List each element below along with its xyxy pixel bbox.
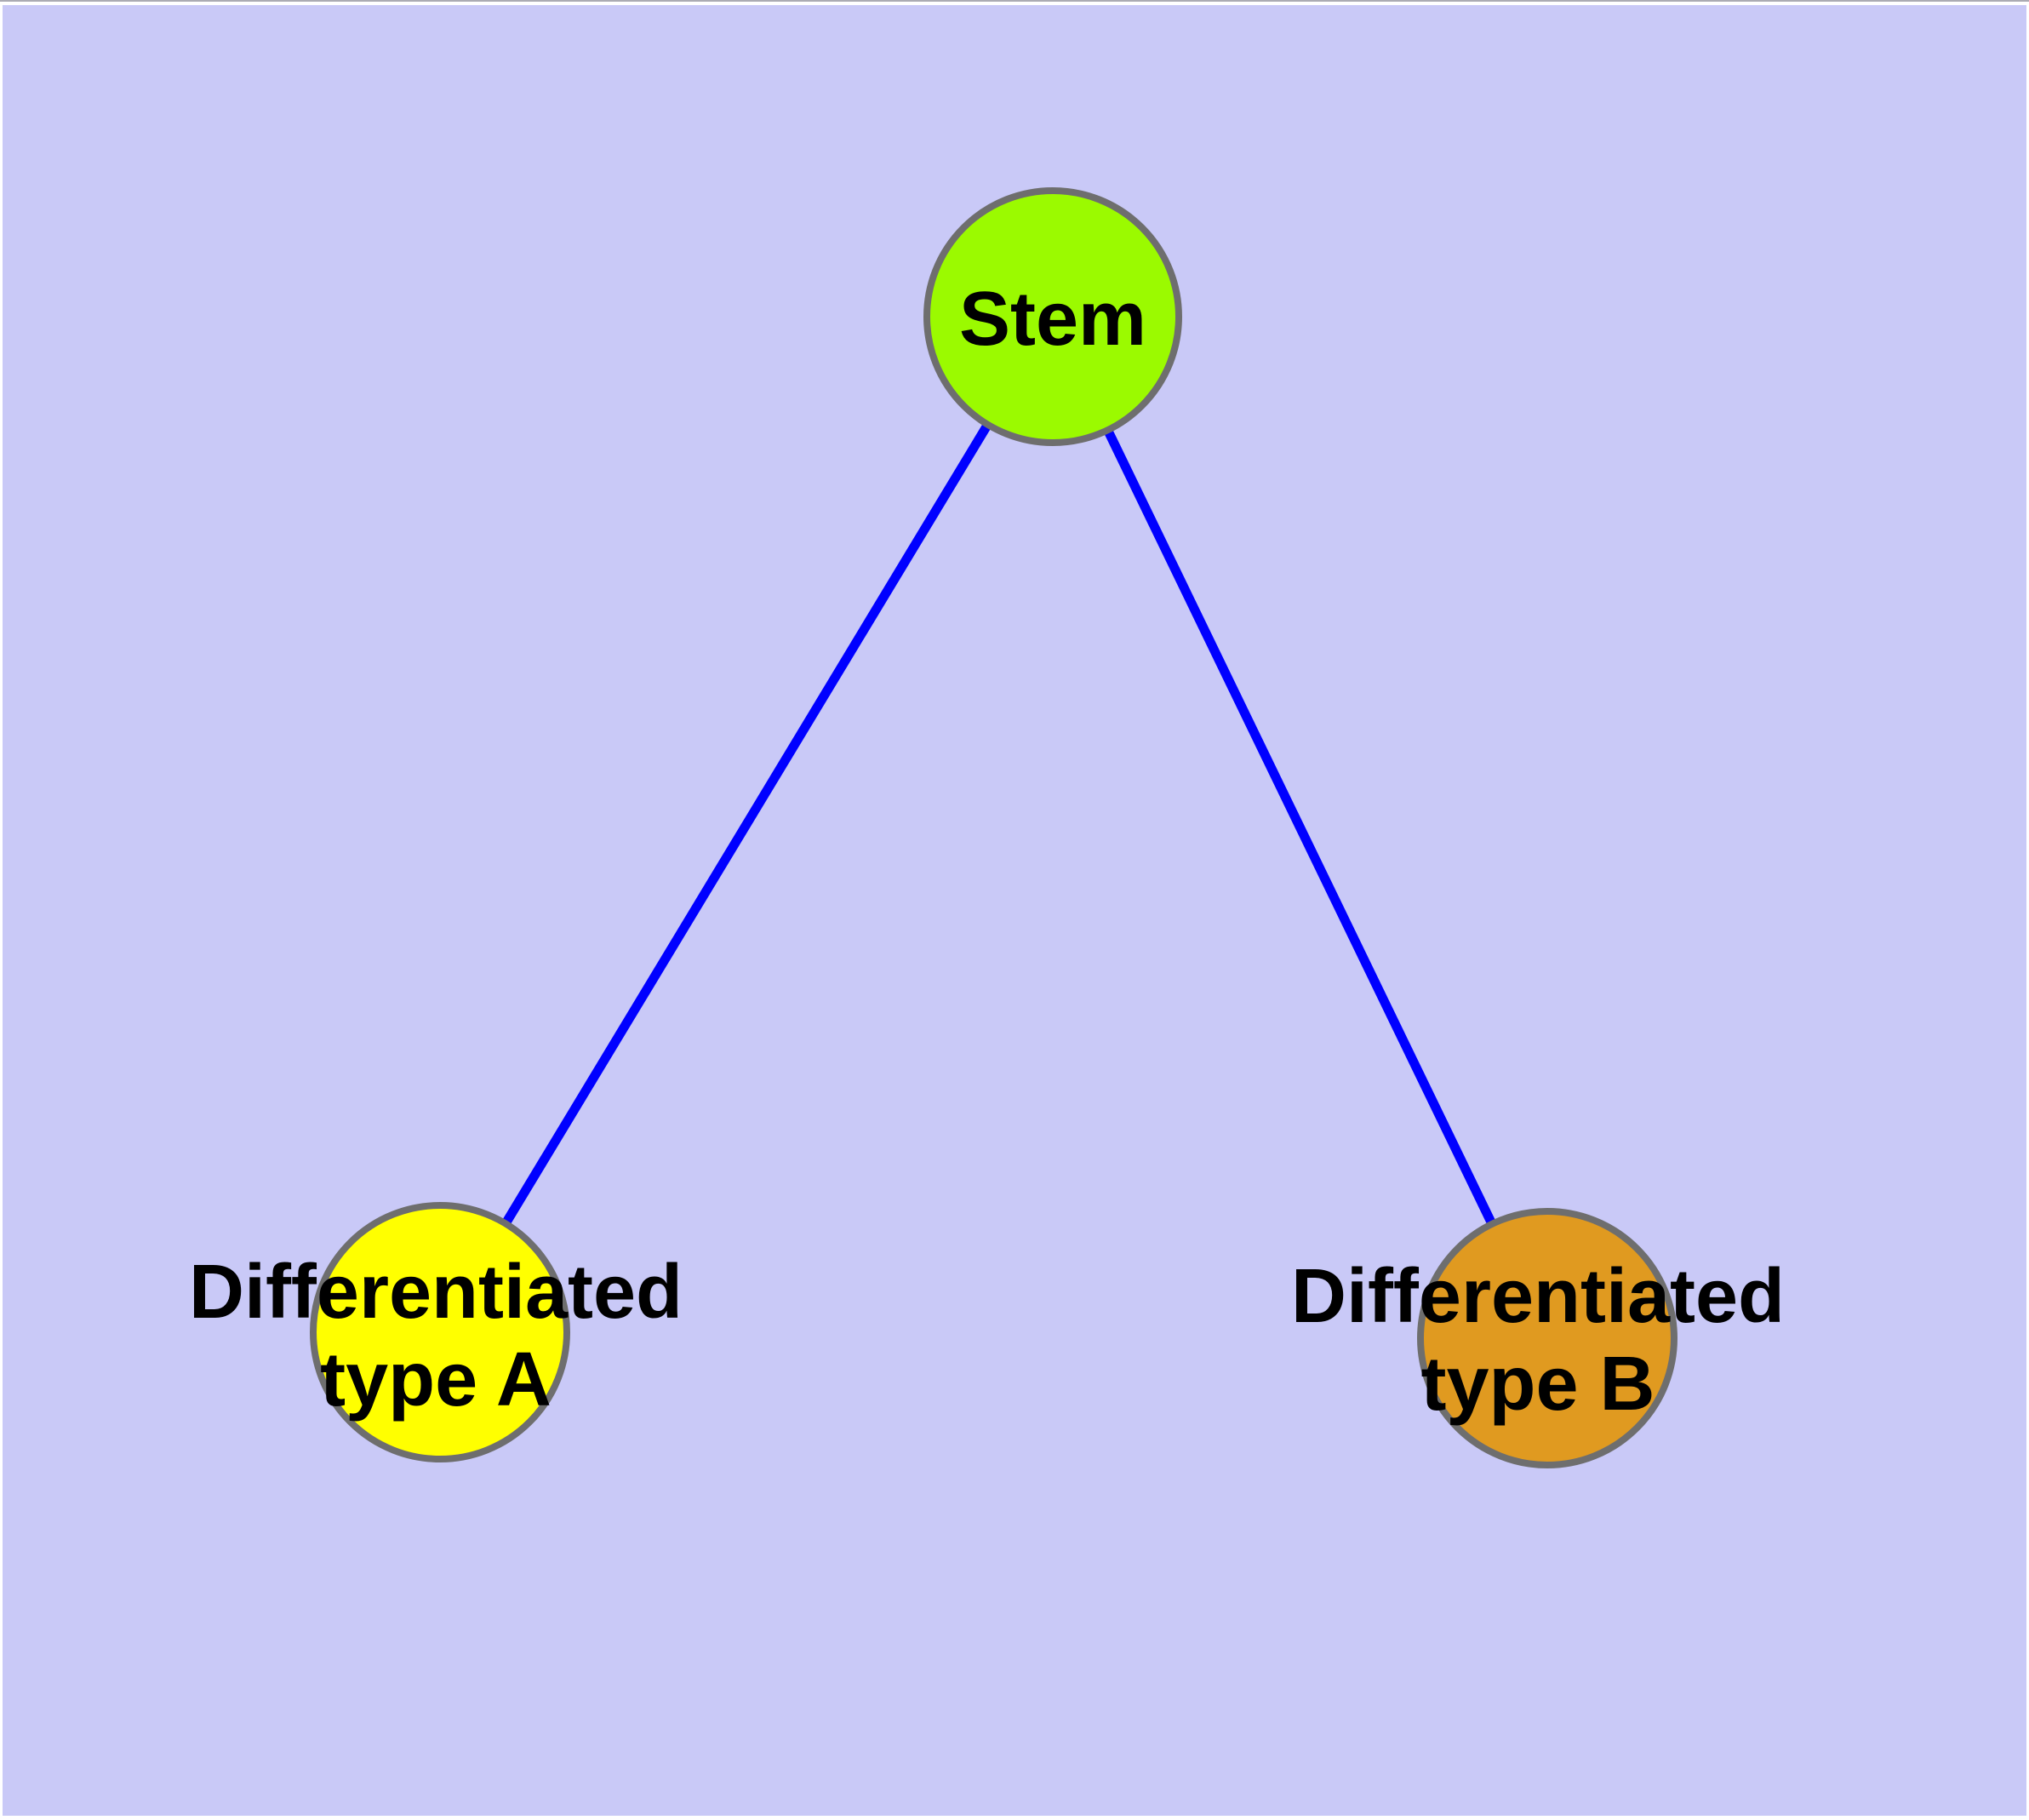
node-type-a-label-line1: Differentiated	[189, 1250, 683, 1335]
node-type-a-circle	[310, 1202, 570, 1462]
node-stem-label: Stem	[959, 277, 1146, 362]
edge-stem-to-type-a	[436, 314, 1057, 1335]
node-stem-circle	[923, 187, 1182, 446]
node-type-b-circle	[1417, 1208, 1677, 1468]
node-type-a-label-line2: type A	[320, 1337, 552, 1422]
top-hairline	[0, 0, 2029, 2]
node-type-b-label-line2: type B	[1420, 1342, 1655, 1427]
node-type-b-label-line1: Differentiated	[1291, 1254, 1785, 1339]
edge-stem-to-type-b	[1049, 314, 1552, 1341]
